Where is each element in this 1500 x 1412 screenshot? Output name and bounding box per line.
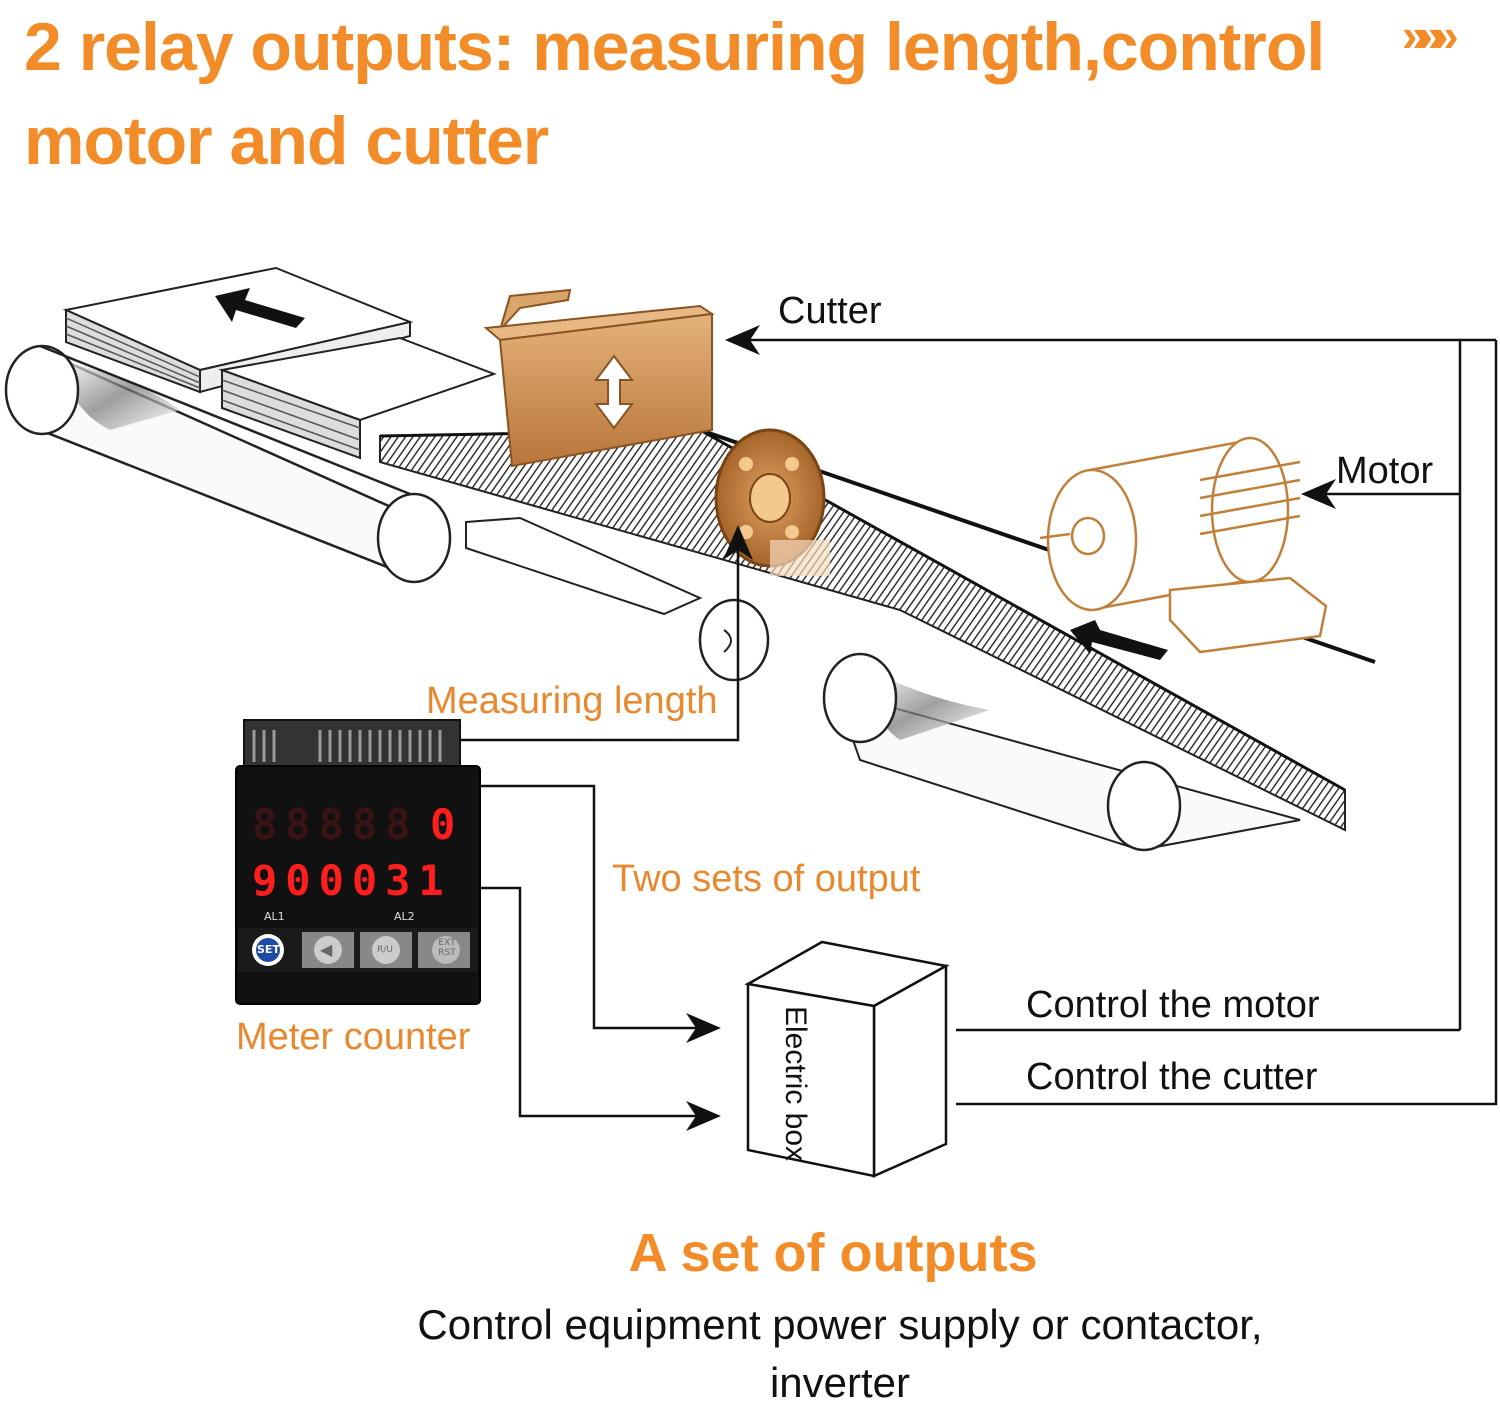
support-table [465,516,770,682]
cutter-blade [483,288,715,468]
two-sets-output-label: Two sets of output [612,858,921,900]
control-cutter-label: Control the cutter [1026,1056,1318,1098]
motor-label: Motor [1336,450,1434,492]
meter-counter-label: Meter counter [236,1016,471,1058]
output2-arrow [480,886,721,1131]
meter-counter-device [235,719,481,1005]
arrow-up-icon [215,288,305,328]
sheet-stacks [62,266,497,460]
cutter-label: Cutter [778,290,882,332]
page-title: 2 relay outputs: measuring length,contro… [24,9,1325,179]
left-conveyor [4,344,452,584]
electric-box [744,940,950,1178]
footer-text: Control equipment power supply or contac… [417,1301,1263,1406]
ru-button[interactable]: R/U [377,945,393,955]
output1-arrow [480,784,721,1043]
footer-title: A set of outputs [628,1223,1038,1283]
display-line1-ghost: 88888 [252,800,419,849]
control-motor-label: Control the motor [1026,984,1320,1026]
electric-box-label: Electric box [779,1006,812,1162]
motor [1039,436,1328,654]
al1-label: AL1 [264,910,285,923]
signal-lines [460,325,1498,1131]
display-line1: 0 [430,800,464,849]
set-button[interactable]: SET [257,943,280,956]
arrow-updown-icon [594,354,634,430]
measuring-signal-arrow [460,525,753,742]
ext-rst-button[interactable]: EXT RST [438,938,456,958]
measuring-length-label: Measuring length [426,680,718,722]
al2-label: AL2 [394,910,415,923]
left-arrow-button[interactable]: ◀ [320,940,333,959]
display-line2: 900031 [252,856,452,905]
arrow-left-icon [1070,620,1168,660]
